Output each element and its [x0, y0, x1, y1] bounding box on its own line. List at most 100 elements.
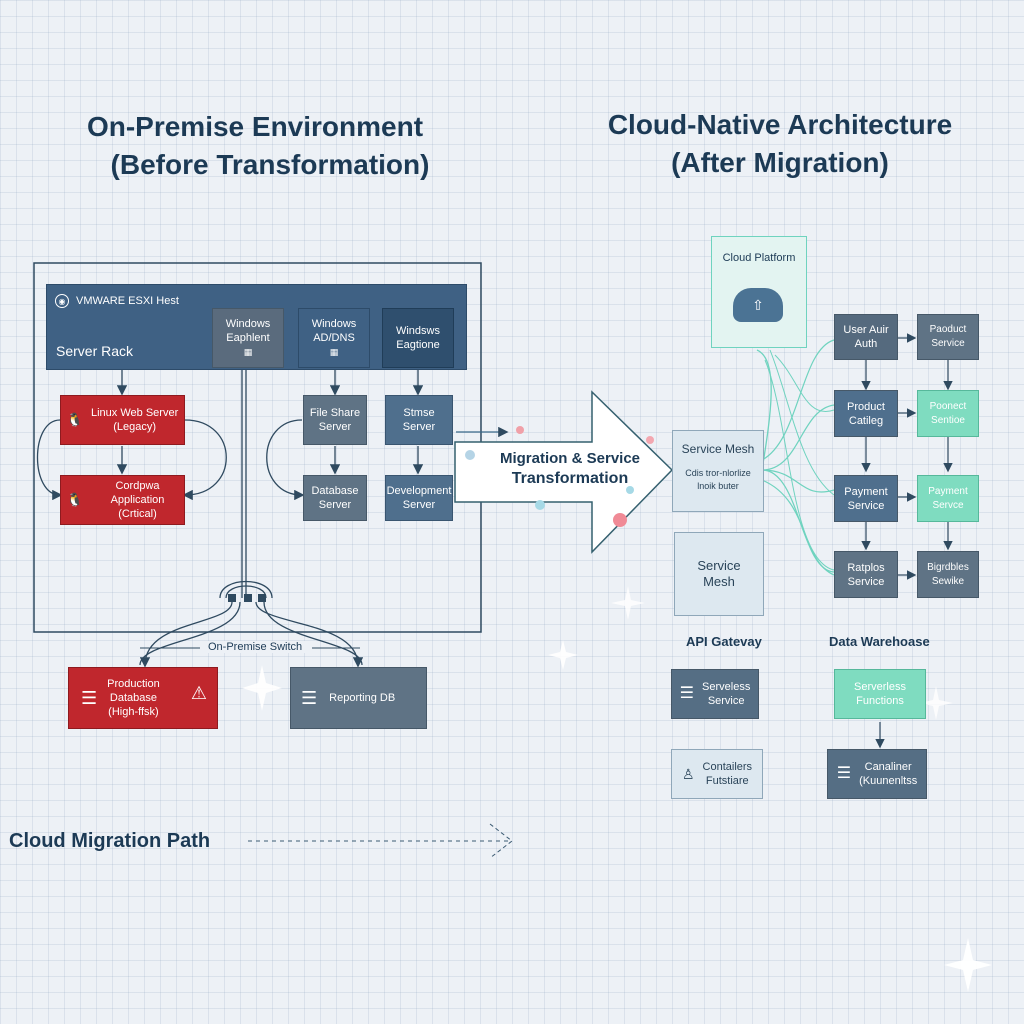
containers-futstiare[interactable]: ♙ Contailers Futstiare	[671, 749, 763, 799]
vmware-icon: ◉	[55, 294, 69, 308]
bigrdbles-service[interactable]: Bigrdbles Sewike	[917, 551, 979, 598]
product-catalog-line2: Catileg	[848, 414, 884, 427]
paoduct-line2: Service	[931, 338, 965, 349]
cloud-migration-path-label: Cloud Migration Path	[9, 830, 211, 852]
core-application[interactable]: 🐧 Cordpwa Application (Crtical)	[60, 475, 185, 525]
reporting-db-label: Reporting DB	[329, 692, 396, 704]
vm-windows-ad-dns[interactable]: Windows AD/DNS ▦	[298, 308, 370, 368]
bigrdbles-line1: Bigrdbles	[927, 561, 969, 573]
serverless-functions-line1: Serverless	[854, 681, 906, 693]
linux-web-server-line2: (Legacy)	[113, 421, 157, 433]
left-heading-line1: On-Premise Environment	[86, 111, 424, 142]
ratplos-line1: Ratplos	[847, 561, 885, 574]
serverless-functions[interactable]: Serverless Functions	[834, 669, 926, 719]
database-icon: ☰	[836, 765, 852, 782]
user-auth-service[interactable]: User Auir Auth	[834, 314, 898, 360]
chef-hat-icon: ♙	[681, 766, 695, 782]
development-server[interactable]: Development Server	[385, 475, 453, 521]
production-database-line3: (High-ffsk)	[108, 706, 159, 718]
storage-server[interactable]: Stmse Server	[385, 395, 453, 445]
database-icon: ☰	[81, 688, 98, 708]
left-heading: On-Premise Environment (Before Transform…	[40, 108, 470, 184]
serverless-service[interactable]: ☰ Serveless Service	[671, 669, 759, 719]
migration-label-line2: Transformation	[511, 470, 629, 487]
vm-windows-eaphlent-line2: Eaphlent	[226, 332, 270, 344]
service-mesh-top-title: Service Mesh	[681, 442, 755, 456]
data-warehouse-label: Data Warehoase	[829, 634, 930, 649]
left-heading-line2: (Before Transformation)	[110, 149, 430, 180]
development-server-line1: Development	[386, 485, 452, 497]
core-application-line2: (Crtical)	[118, 508, 157, 520]
payment-service-line2: Service	[847, 499, 885, 512]
windows-icon: ▦	[329, 347, 339, 357]
payment-servce-line2: Servce	[932, 499, 964, 511]
payment-service-line1: Payment	[844, 485, 888, 498]
service-mesh-top-line2: lnoik buter	[697, 481, 739, 491]
payment-servce-line1: Payment	[928, 485, 968, 497]
container-kubernetes-line2: (Kuunenltss	[859, 775, 918, 787]
service-mesh-top-line1: Cdis tror-nlorlize	[685, 468, 751, 478]
product-catalog-line1: Product	[847, 400, 885, 413]
bigrdbles-line2: Sewike	[931, 575, 965, 587]
containers-futstiare-line2: Futstiare	[705, 775, 749, 787]
payment-service[interactable]: Payment Service	[834, 475, 898, 522]
poonect-service[interactable]: Poonect Sentioe	[917, 390, 979, 437]
file-share-server[interactable]: File Share Server	[303, 395, 367, 445]
development-server-line2: Server	[402, 499, 436, 511]
file-share-server-line2: Server	[318, 421, 352, 433]
storage-server-line1: Stmse	[403, 407, 435, 419]
vm-windows-eaphlent[interactable]: Windows Eaphlent ▦	[212, 308, 284, 368]
user-auth-line1: User Auir	[843, 324, 889, 336]
production-database-line1: Production	[107, 678, 160, 690]
linux-penguin-icon: 🐧	[66, 492, 84, 507]
right-heading-line1: Cloud-Native Architecture	[607, 109, 953, 140]
switch-label: On-Premise Switch	[204, 641, 307, 653]
user-auth-line2: Auth	[854, 338, 878, 350]
production-database-line2: Database	[109, 692, 157, 704]
file-share-server-line1: File Share	[309, 407, 361, 419]
ratplos-service[interactable]: Ratplos Service	[834, 551, 898, 598]
right-heading-line2: (After Migration)	[671, 147, 889, 178]
paoduct-line1: Paoduct	[929, 324, 967, 335]
windows-icon: ▦	[243, 347, 253, 357]
database-server-line2: Server	[318, 499, 352, 511]
database-server[interactable]: Database Server	[303, 475, 367, 521]
service-mesh-bottom-line1: Service	[697, 558, 741, 573]
vm-windows-eagtione-line2: Eagtione	[396, 339, 440, 351]
vmware-host-label: VMWARE ESXI Hest	[76, 295, 179, 307]
storage-server-line2: Server	[402, 421, 436, 433]
linux-web-server[interactable]: 🐧 Linux Web Server (Legacy)	[60, 395, 185, 445]
container-kubernetes-line1: Canaliner	[864, 761, 912, 773]
service-mesh-bottom-line2: Mesh	[703, 574, 735, 589]
vm-windows-ad-dns-line2: AD/DNS	[313, 332, 355, 344]
right-heading: Cloud-Native Architecture (After Migrati…	[570, 106, 990, 182]
payment-servce-teal[interactable]: Payment Servce	[917, 475, 979, 522]
cloud-platform-label: Cloud Platform	[722, 252, 796, 264]
service-mesh-bottom[interactable]: Service Mesh	[674, 532, 764, 616]
core-application-line1: Cordpwa Application	[110, 480, 165, 506]
server-rack-label: Server Rack	[56, 343, 134, 359]
vm-windows-eagtione-line1: Windsws	[395, 325, 440, 337]
containers-futstiare-line1: Contailers	[702, 761, 753, 773]
reporting-db[interactable]: ☰ Reporting DB	[290, 667, 427, 729]
database-server-line1: Database	[311, 485, 359, 497]
warning-icon: ⚠	[190, 683, 207, 703]
database-icon: ☰	[679, 685, 695, 702]
cloud-icon: ⇧	[733, 288, 783, 322]
vm-windows-eaphlent-line1: Windows	[225, 318, 271, 330]
poonect-line2: Sentioe	[931, 414, 965, 426]
poonect-line1: Poonect	[929, 400, 967, 412]
service-mesh-top[interactable]	[672, 430, 764, 512]
serverless-functions-line2: Functions	[856, 695, 904, 707]
container-kubernetes[interactable]: ☰ Canaliner (Kuunenltss	[827, 749, 927, 799]
database-icon: ☰	[301, 688, 318, 708]
product-catalog-service[interactable]: Product Catileg	[834, 390, 898, 437]
production-database[interactable]: ☰ Production Database (High-ffsk) ⚠	[68, 667, 218, 729]
paoduct-service[interactable]: Paoduct Service	[917, 314, 979, 360]
vm-windows-ad-dns-line1: Windows	[311, 318, 357, 330]
vm-windows-eagtione[interactable]: Windsws Eagtione	[382, 308, 454, 368]
serverless-service-line2: Service	[707, 695, 745, 707]
api-gateway-label: API Gatevay	[686, 634, 762, 649]
migration-arrow-label: Migration & Service Transformation	[470, 449, 670, 489]
